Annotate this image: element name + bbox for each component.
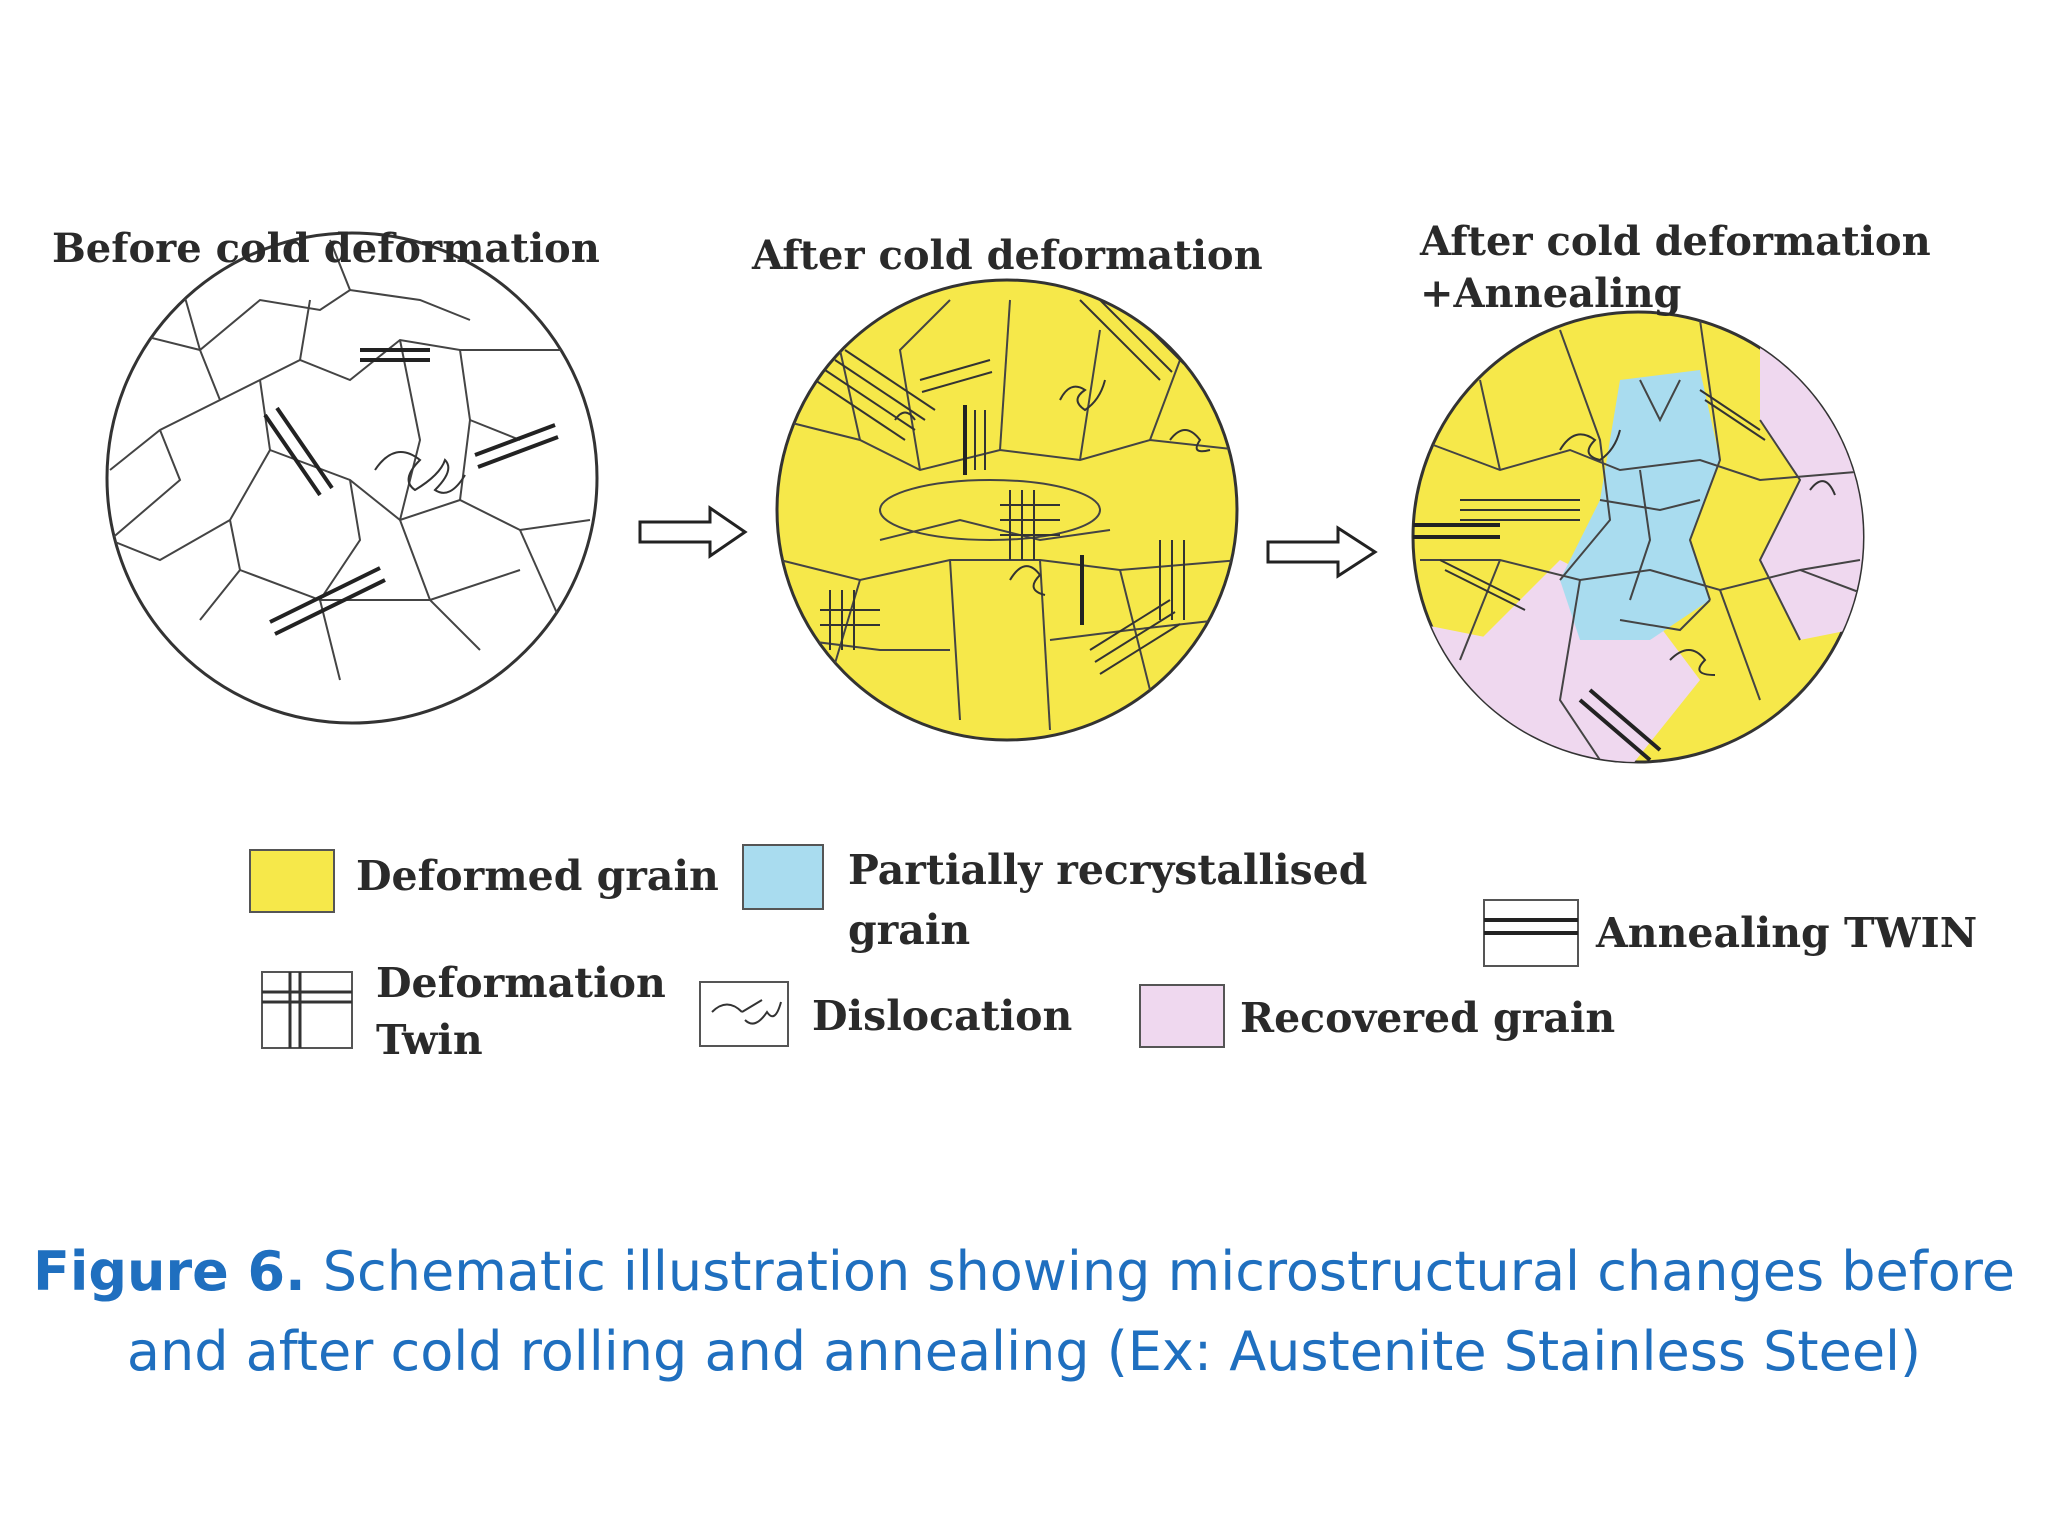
arrow-1: [638, 505, 748, 559]
recovered-grain-swatch: [1139, 984, 1225, 1048]
dislocation-swatch: [699, 981, 789, 1047]
partially-recrystallised-swatch: [742, 844, 824, 910]
annealing-twins-after: [963, 405, 1084, 625]
dislocations-after: [894, 379, 1211, 596]
legend-recovered-grain: Recovered grain: [1240, 994, 1616, 1042]
dislocation-before: [374, 451, 466, 494]
panel-after-annealing: [1411, 310, 1865, 764]
panel-title-after: After cold deformation: [752, 232, 1263, 279]
grain-boundaries-annealed: [1419, 319, 1863, 761]
annealing-twins-before: [263, 348, 559, 636]
panel-before-deformation: [105, 231, 599, 725]
caption-text: Schematic illustration showing microstru…: [126, 1240, 2016, 1383]
grain-boundaries-before: [109, 239, 591, 681]
deformed-grain-swatch: [249, 849, 335, 913]
twins-annealed: [1439, 389, 1766, 611]
annealing-twin-swatch: [1483, 899, 1579, 967]
recovered-region: [1760, 320, 1863, 640]
recrystallised-region: [1560, 370, 1720, 640]
legend-partially-recrystallised-1: Partially recrystallised: [848, 846, 1368, 894]
deformation-twins-after: [814, 283, 1185, 675]
panel-title-annealed-line1: After cold deformation: [1420, 218, 1931, 265]
panel-title-before: Before cold deformation: [52, 225, 600, 272]
legend: [249, 844, 1579, 1049]
figure-caption: Figure 6. Schematic illustration showing…: [24, 1232, 2024, 1392]
dislocations-annealed: [1559, 429, 1836, 676]
deformation-twin-swatch: [261, 971, 353, 1049]
caption-label: Figure 6.: [32, 1240, 306, 1303]
legend-annealing-twin: Annealing TWIN: [1596, 909, 1978, 957]
annealing-twins-annealed: [1413, 523, 1662, 762]
legend-dislocation: Dislocation: [812, 992, 1073, 1040]
legend-deformation-twin-2: Twin: [376, 1016, 483, 1064]
grain-circle-after: [775, 278, 1239, 742]
panel-title-annealed-line2: +Annealing: [1420, 270, 1682, 317]
legend-deformed-grain: Deformed grain: [356, 852, 719, 900]
panel-after-deformation: [775, 278, 1239, 742]
legend-partially-recrystallised-2: grain: [848, 906, 971, 954]
grain-circle-before: [105, 231, 599, 725]
arrow-2: [1266, 525, 1378, 579]
legend-deformation-twin-1: Deformation: [376, 959, 666, 1007]
